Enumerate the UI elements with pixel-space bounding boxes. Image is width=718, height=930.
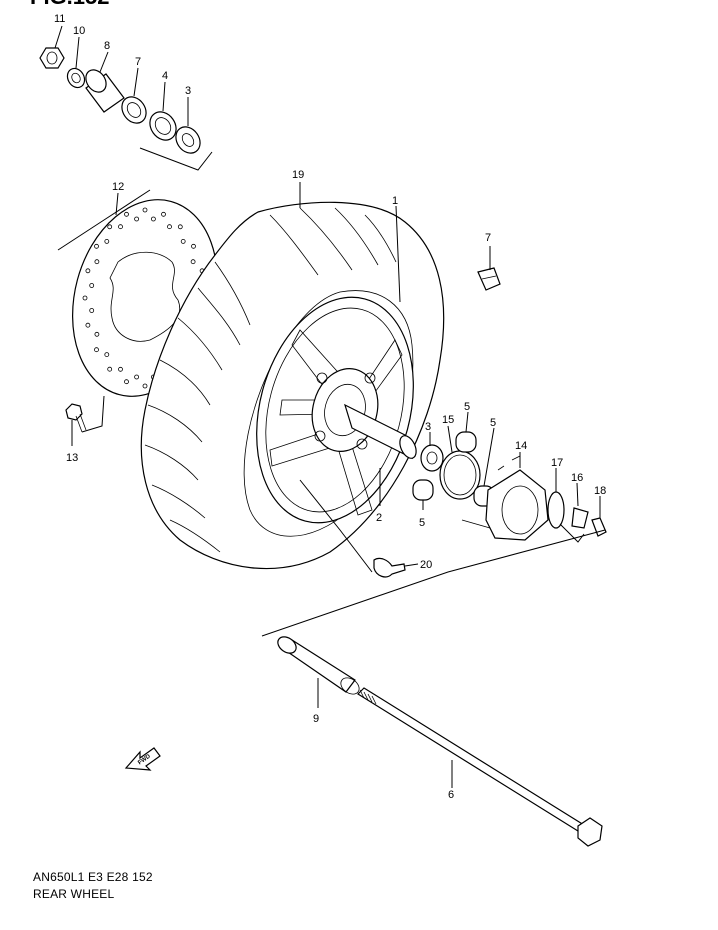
forward-arrow-icon: FWD bbox=[124, 747, 161, 771]
disc-hole bbox=[191, 243, 196, 249]
figure-title: FIG.152 bbox=[30, 0, 109, 9]
disc-hole bbox=[118, 366, 123, 372]
part-axle-6 bbox=[357, 687, 603, 847]
callout-18: 18 bbox=[594, 485, 606, 497]
disc-hole bbox=[134, 374, 140, 380]
callout-13: 13 bbox=[66, 452, 78, 464]
callout-7: 7 bbox=[135, 56, 141, 68]
part-valve-20 bbox=[373, 557, 406, 578]
disc-hole bbox=[85, 322, 91, 328]
disc-hole bbox=[94, 331, 100, 337]
disc-hole bbox=[134, 216, 140, 222]
disc-hole bbox=[190, 259, 196, 265]
callout-20: 20 bbox=[420, 559, 432, 571]
disc-hole bbox=[89, 308, 95, 313]
disc-hole bbox=[124, 379, 129, 385]
callout-15: 15 bbox=[442, 414, 454, 426]
disc-hole bbox=[142, 207, 148, 213]
part-screw-18 bbox=[591, 517, 607, 537]
part-bolt-13 bbox=[65, 403, 87, 433]
disc-hole bbox=[104, 352, 110, 358]
callout-10: 10 bbox=[73, 25, 85, 37]
footer-section-name: REAR WHEEL bbox=[33, 887, 115, 901]
rear-wheel-assembly bbox=[140, 201, 445, 570]
part-nut-11 bbox=[39, 47, 65, 69]
footer-model-code: AN650L1 E3 E28 152 bbox=[33, 870, 153, 884]
callout-9: 9 bbox=[313, 713, 319, 725]
callout-12: 12 bbox=[112, 181, 124, 193]
part-seal-4 bbox=[149, 111, 177, 141]
part-damper-5a bbox=[455, 431, 477, 453]
disc-hole bbox=[142, 383, 148, 389]
callout-3-right: 3 bbox=[425, 421, 431, 433]
disc-hole bbox=[107, 366, 113, 372]
callout-4: 4 bbox=[162, 70, 168, 82]
callout-5b: 5 bbox=[490, 417, 496, 429]
callout-3: 3 bbox=[185, 85, 191, 97]
tire-tread-grooves bbox=[144, 207, 397, 553]
disc-hole bbox=[85, 268, 91, 274]
disc-hole bbox=[118, 224, 123, 230]
disc-hole bbox=[150, 216, 156, 222]
part-washer-10 bbox=[66, 67, 86, 89]
callout-17: 17 bbox=[551, 457, 563, 469]
disc-hole bbox=[94, 243, 99, 249]
callout-21: 7 bbox=[485, 232, 491, 244]
disc-hole bbox=[107, 224, 113, 230]
callout-2: 2 bbox=[376, 512, 382, 524]
axle-thread bbox=[359, 689, 377, 705]
wheel-spokes bbox=[269, 329, 403, 516]
part-bearing-3-top bbox=[175, 126, 201, 154]
callout-1: 1 bbox=[392, 195, 398, 207]
part-sprocket-mount-14 bbox=[461, 455, 549, 541]
callout-19: 19 bbox=[292, 169, 304, 181]
callout-8: 8 bbox=[104, 40, 110, 52]
disc-hole bbox=[104, 238, 110, 244]
part-spacer-9 bbox=[277, 636, 360, 695]
callout-5c: 5 bbox=[419, 517, 425, 529]
top-hardware-stack bbox=[39, 25, 213, 171]
disc-hole bbox=[180, 238, 186, 244]
disc-hole bbox=[94, 259, 100, 265]
callout-16: 16 bbox=[571, 472, 583, 484]
callout-14: 14 bbox=[515, 440, 527, 452]
disc-hole bbox=[177, 224, 183, 230]
part-bearing-3-right bbox=[420, 444, 444, 472]
part-bushing-7 bbox=[121, 96, 147, 124]
part-sensor-ring-17 bbox=[547, 491, 565, 529]
disc-hole bbox=[124, 211, 129, 217]
callout-6: 6 bbox=[448, 789, 454, 801]
disc-hole bbox=[82, 295, 88, 301]
part-damper-5c bbox=[412, 479, 434, 501]
disc-hole bbox=[161, 211, 166, 217]
disc-hole bbox=[94, 347, 99, 353]
part-bracket-16 bbox=[571, 507, 589, 529]
part-spacer-8 bbox=[85, 69, 125, 113]
part-clip-21 bbox=[477, 267, 501, 291]
disc-hole bbox=[167, 224, 172, 230]
callout-5a: 5 bbox=[464, 401, 470, 413]
callout-11: 11 bbox=[54, 13, 65, 25]
disc-hole bbox=[89, 283, 95, 288]
